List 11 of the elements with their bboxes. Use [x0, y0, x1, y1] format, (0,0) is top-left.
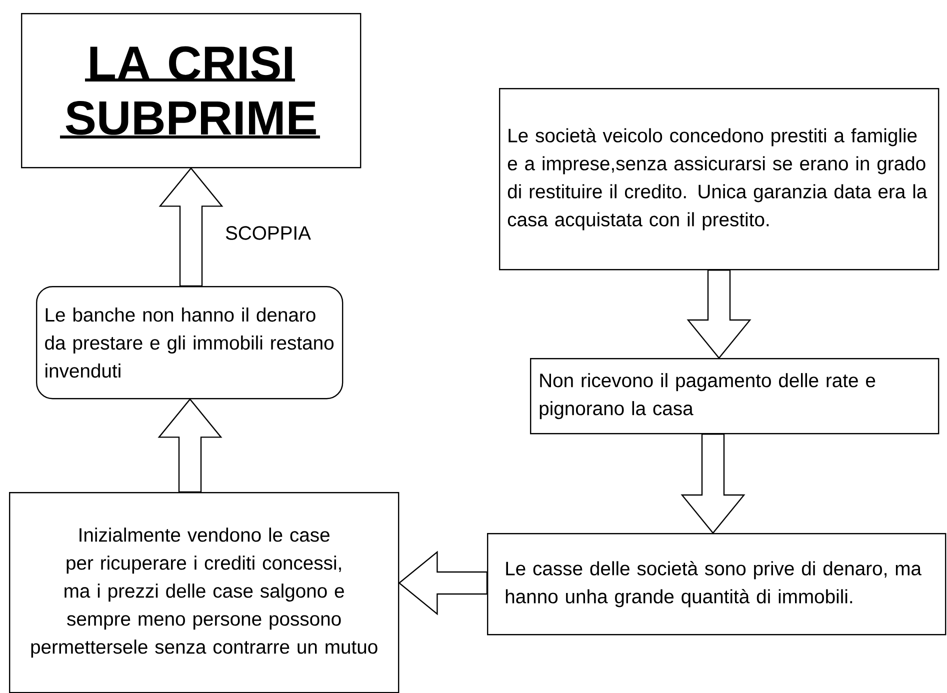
text-box: Le casse delle società sono prive di denaro, ma hanno unha grande quantità di immobili.: [487, 533, 946, 636]
block-arrow: [680, 434, 746, 534]
block-arrow: [158, 398, 222, 493]
text-box: Le società veicolo concedono prestiti a famiglie e a imprese,senza assicurarsi se erano in grado di restituire il credito. Unica garanzia data era la casa acquistata con il prestito.: [499, 88, 940, 270]
text-box: Inizialmente vendono le case per ricuperare i crediti concessi, ma i prezzi delle case salgono e sempre meno persone possono permettersele senza contrarre un mutuo: [9, 492, 400, 693]
text-box: Non ricevono il pagamento delle rate e pignorano la casa: [530, 358, 940, 434]
rounded-box: Le banche non hanno il denaro da prestare e gli immobili restano invenduti: [36, 286, 344, 400]
block-arrow: [686, 270, 752, 359]
edge-label: SCOPPIA: [224, 224, 312, 242]
block-arrow: [398, 550, 488, 616]
block-arrow: [158, 167, 224, 287]
